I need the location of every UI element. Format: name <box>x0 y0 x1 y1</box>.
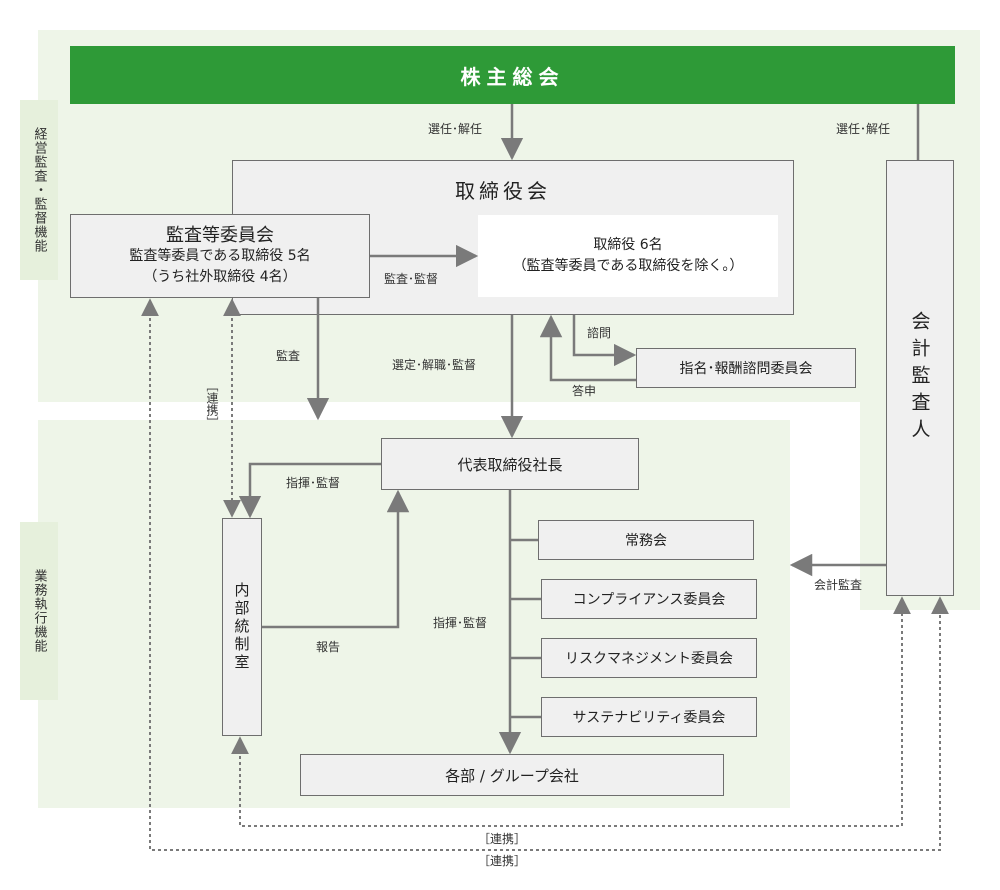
report-answer-label: 答申 <box>572 384 597 398</box>
cooperation-internal-auditor-line <box>231 596 911 827</box>
execution-sidebar-label: 業務執行機能 <box>31 569 47 653</box>
audit-committee-title: 監査等委員会 <box>166 224 274 246</box>
directors-box: 取締役 6名 （監査等委員である取締役を除く。） <box>478 215 778 297</box>
report-arrow <box>262 489 410 629</box>
directors-count: 取締役 6名 <box>593 237 663 253</box>
execution-sidebar: 業務執行機能 <box>20 522 58 700</box>
audit-label: 監査 <box>276 349 301 363</box>
direct-supervise-exec-label: 指揮･監督 <box>433 616 488 630</box>
select-dismiss-supervise-label: 選定･解職･監督 <box>392 358 477 372</box>
departments-box: 各部 / グループ会社 <box>300 754 724 796</box>
cooperation-bottom1-label: ［連携］ <box>478 832 527 846</box>
direct-supervise-internal-label: 指揮･監督 <box>286 476 341 490</box>
supervision-sidebar: 経営監査・監督機能 <box>20 100 58 280</box>
audit-supervise-label: 監査･監督 <box>384 272 439 286</box>
cooperation-vertical-label: ［連携］ <box>205 380 219 428</box>
shareholders-meeting-banner: 株主総会 <box>70 46 955 104</box>
elect-dismiss-board-label: 選任･解任 <box>428 122 483 136</box>
supervision-sidebar-label: 経営監査・監督機能 <box>31 127 47 253</box>
accounting-audit-label: 会計監査 <box>814 578 863 592</box>
departments-label: 各部 / グループ会社 <box>445 766 579 785</box>
directors-note: （監査等委員である取締役を除く。） <box>512 258 744 274</box>
elect-dismiss-auditor-label: 選任･解任 <box>836 122 891 136</box>
board-of-directors-label: 取締役会 <box>455 179 551 203</box>
cooperation-committee-auditor-line <box>141 298 949 851</box>
audit-committee-members: 監査等委員である取締役 5名 <box>129 247 311 264</box>
cooperation-bottom2-label: ［連携］ <box>478 854 527 868</box>
audit-committee-box: 監査等委員会 監査等委員である取締役 5名 （うち社外取締役 4名） <box>70 214 370 298</box>
shareholders-meeting-label: 株主総会 <box>460 64 565 89</box>
report-label: 報告 <box>316 640 341 654</box>
consult-label: 諮問 <box>587 326 612 340</box>
audit-committee-outside: （うち社外取締役 4名） <box>143 268 297 285</box>
